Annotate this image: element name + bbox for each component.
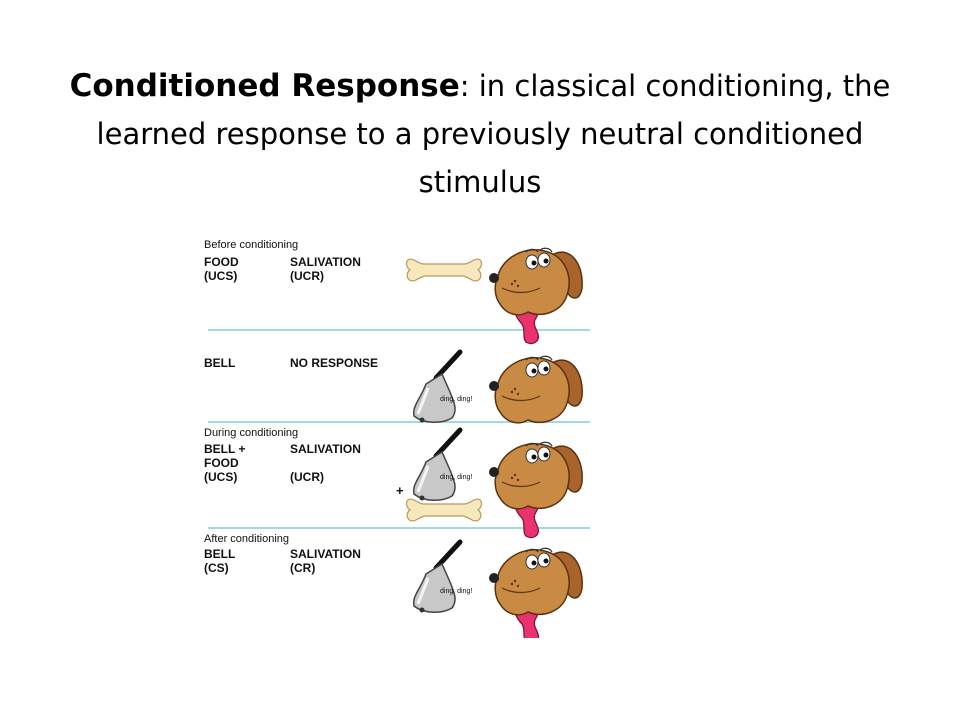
response-label: SALIVATION (UCR) — [290, 442, 361, 484]
bell-sound-label: ding, ding! — [440, 588, 473, 595]
bell-icon — [414, 542, 460, 613]
stimulus-label: FOOD (UCS) — [204, 255, 239, 283]
phase-label: During conditioning — [204, 427, 299, 439]
salivating-dog-icon — [488, 441, 583, 539]
diagram-artwork — [208, 247, 590, 638]
response-label: SALIVATION (CR) — [290, 547, 361, 575]
classical-conditioning-diagram: Before conditioning FOOD (UCS) SALIVATIO… — [190, 228, 610, 638]
response-label: SALIVATION (UCR) — [290, 255, 361, 283]
bell-icon — [414, 352, 460, 423]
stimulus-label: BELL + FOOD (UCS) — [204, 442, 246, 484]
salivating-dog-icon — [488, 547, 583, 638]
term-heading: Conditioned Response — [69, 68, 460, 104]
stimulus-label: BELL (CS) — [204, 547, 236, 575]
phase-label: After conditioning — [204, 533, 289, 545]
dog-icon — [488, 355, 583, 424]
plus-sign: + — [396, 483, 404, 498]
phase-label: Before conditioning — [204, 239, 299, 251]
bell-icon — [414, 430, 460, 501]
bell-sound-label: ding, ding! — [440, 396, 473, 403]
bell-sound-label: ding, ding! — [440, 474, 473, 481]
response-label: NO RESPONSE — [290, 356, 379, 370]
bone-icon — [405, 258, 483, 282]
bone-icon — [405, 498, 483, 522]
term-definition: : in classical conditioning, the learned… — [96, 69, 891, 199]
slide-title: Conditioned Response: in classical condi… — [60, 62, 900, 206]
stimulus-label: BELL — [204, 356, 236, 370]
